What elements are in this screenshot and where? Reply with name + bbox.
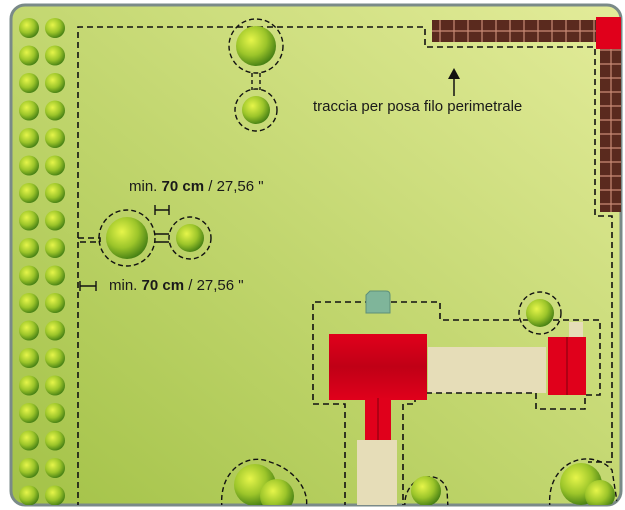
tree-icon	[585, 480, 615, 505]
tree-icon	[19, 210, 39, 231]
hedge-row	[19, 18, 65, 505]
tree-icon	[19, 320, 39, 341]
gap-label-top: min. 70 cm / 27,56 "	[129, 178, 264, 195]
tree-icon	[45, 238, 65, 258]
front-walkway	[357, 440, 397, 505]
tree-icon	[45, 458, 65, 478]
tree-icon	[411, 476, 441, 505]
tree-icon	[45, 293, 65, 313]
tree-icon	[19, 348, 39, 368]
gap-marker-icon	[79, 281, 97, 291]
tree-icon	[45, 375, 65, 396]
tree-icon	[19, 45, 39, 66]
gap-marker-icon	[154, 205, 170, 215]
tree-icon	[45, 403, 65, 423]
tree-icon	[236, 26, 276, 66]
tree-icon	[45, 430, 65, 451]
tree-icon	[45, 265, 65, 286]
tree-icon	[45, 45, 65, 66]
tree-icon	[176, 224, 204, 252]
house-roof	[329, 334, 427, 400]
gap-label-side: min. 70 cm / 27,56 "	[109, 277, 244, 294]
tree-icon	[260, 479, 294, 505]
side-walkway	[428, 347, 546, 393]
tree-icon	[19, 73, 39, 93]
tree-icon	[106, 217, 148, 259]
tree-icon	[45, 210, 65, 231]
tree-bottom-right	[549, 458, 619, 505]
tree-icon	[19, 18, 39, 38]
tree-right	[518, 291, 562, 335]
tree-icon	[45, 18, 65, 38]
tree-bottom-left	[221, 458, 308, 505]
tree-icon	[19, 128, 39, 148]
up-arrow-icon	[448, 68, 460, 96]
charging-station-icon	[365, 290, 391, 314]
tree-icon	[19, 458, 39, 478]
trench-fence	[432, 17, 621, 212]
tree-icon	[19, 485, 39, 505]
perimeter-wire	[77, 26, 613, 505]
tree-icon	[19, 155, 39, 176]
tree-icon	[19, 293, 39, 313]
tree-icon	[19, 183, 39, 203]
tree-icon	[45, 485, 65, 505]
tree-icon	[19, 100, 39, 121]
tree-icon	[45, 128, 65, 148]
tree-icon	[45, 183, 65, 203]
tree-icon	[242, 96, 270, 124]
tree-top-small	[234, 88, 278, 132]
tree-bottom-middle	[404, 476, 449, 505]
tree-icon	[19, 430, 39, 451]
tree-icon	[45, 320, 65, 341]
lawn	[9, 3, 623, 507]
tree-icon	[45, 73, 65, 93]
tree-left-small	[168, 216, 212, 260]
tree-left-large	[98, 209, 156, 267]
tree-top-large	[228, 18, 284, 74]
tree-icon	[526, 299, 554, 327]
tree-icon	[19, 265, 39, 286]
corner-post	[596, 17, 621, 49]
tree-icon	[45, 155, 65, 176]
trench-label: traccia per posa filo perimetrale	[313, 98, 523, 115]
tree-icon	[45, 348, 65, 368]
tree-icon	[19, 238, 39, 258]
tree-icon	[19, 403, 39, 423]
tree-icon	[19, 375, 39, 396]
tree-icon	[45, 100, 65, 121]
